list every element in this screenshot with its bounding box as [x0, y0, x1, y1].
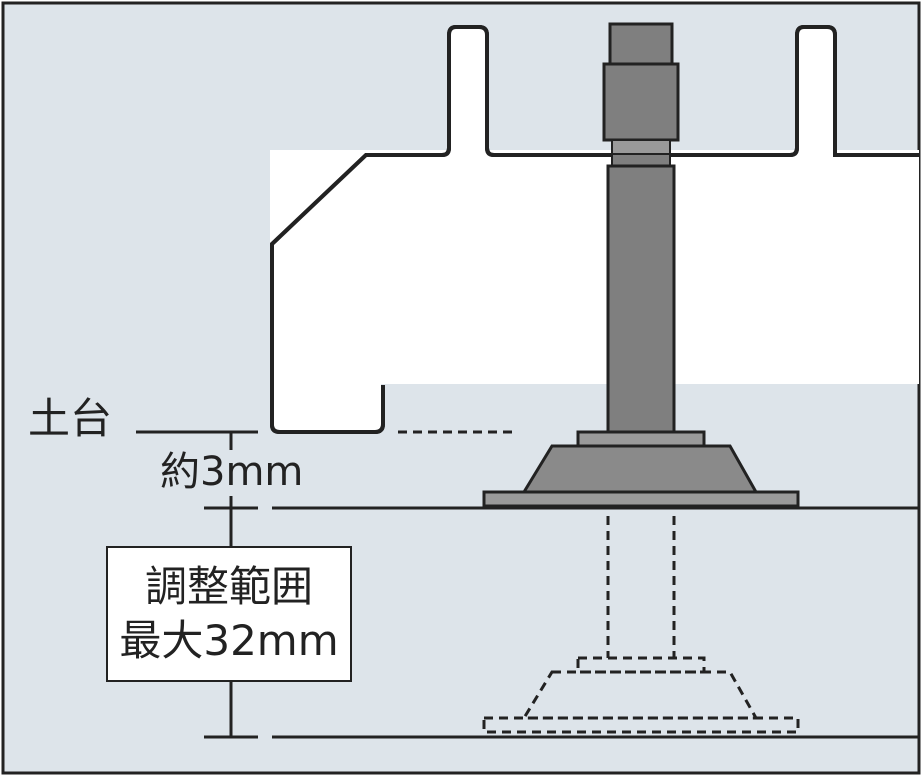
foot-cone: [521, 444, 759, 494]
foot-base-plate-dashed: [482, 716, 800, 734]
bolt-washer-2: [611, 153, 671, 167]
adjustment-range-box: 調整範囲 最大32mm: [106, 546, 352, 682]
range-label-line2: 最大32mm: [119, 616, 339, 665]
bolt-washer: [611, 139, 671, 155]
bolt-nut: [602, 62, 680, 142]
foot-base-plate: [482, 490, 800, 508]
foot-top-plate: [576, 430, 706, 448]
bolt-shaft: [606, 164, 676, 436]
fin-right-fill: [799, 29, 833, 157]
shaft-dashed: [606, 516, 676, 658]
gap-label: 約3mm: [160, 449, 304, 495]
cabinet-base-outline: [270, 25, 919, 434]
cabinet-fill-left: [274, 157, 381, 430]
fin-left-fill: [451, 29, 485, 157]
range-label-line1: 調整範囲: [144, 562, 313, 611]
foot-top-plate-dashed: [576, 656, 706, 674]
sill-label: 土台: [28, 394, 113, 443]
bolt-cap: [608, 22, 674, 66]
